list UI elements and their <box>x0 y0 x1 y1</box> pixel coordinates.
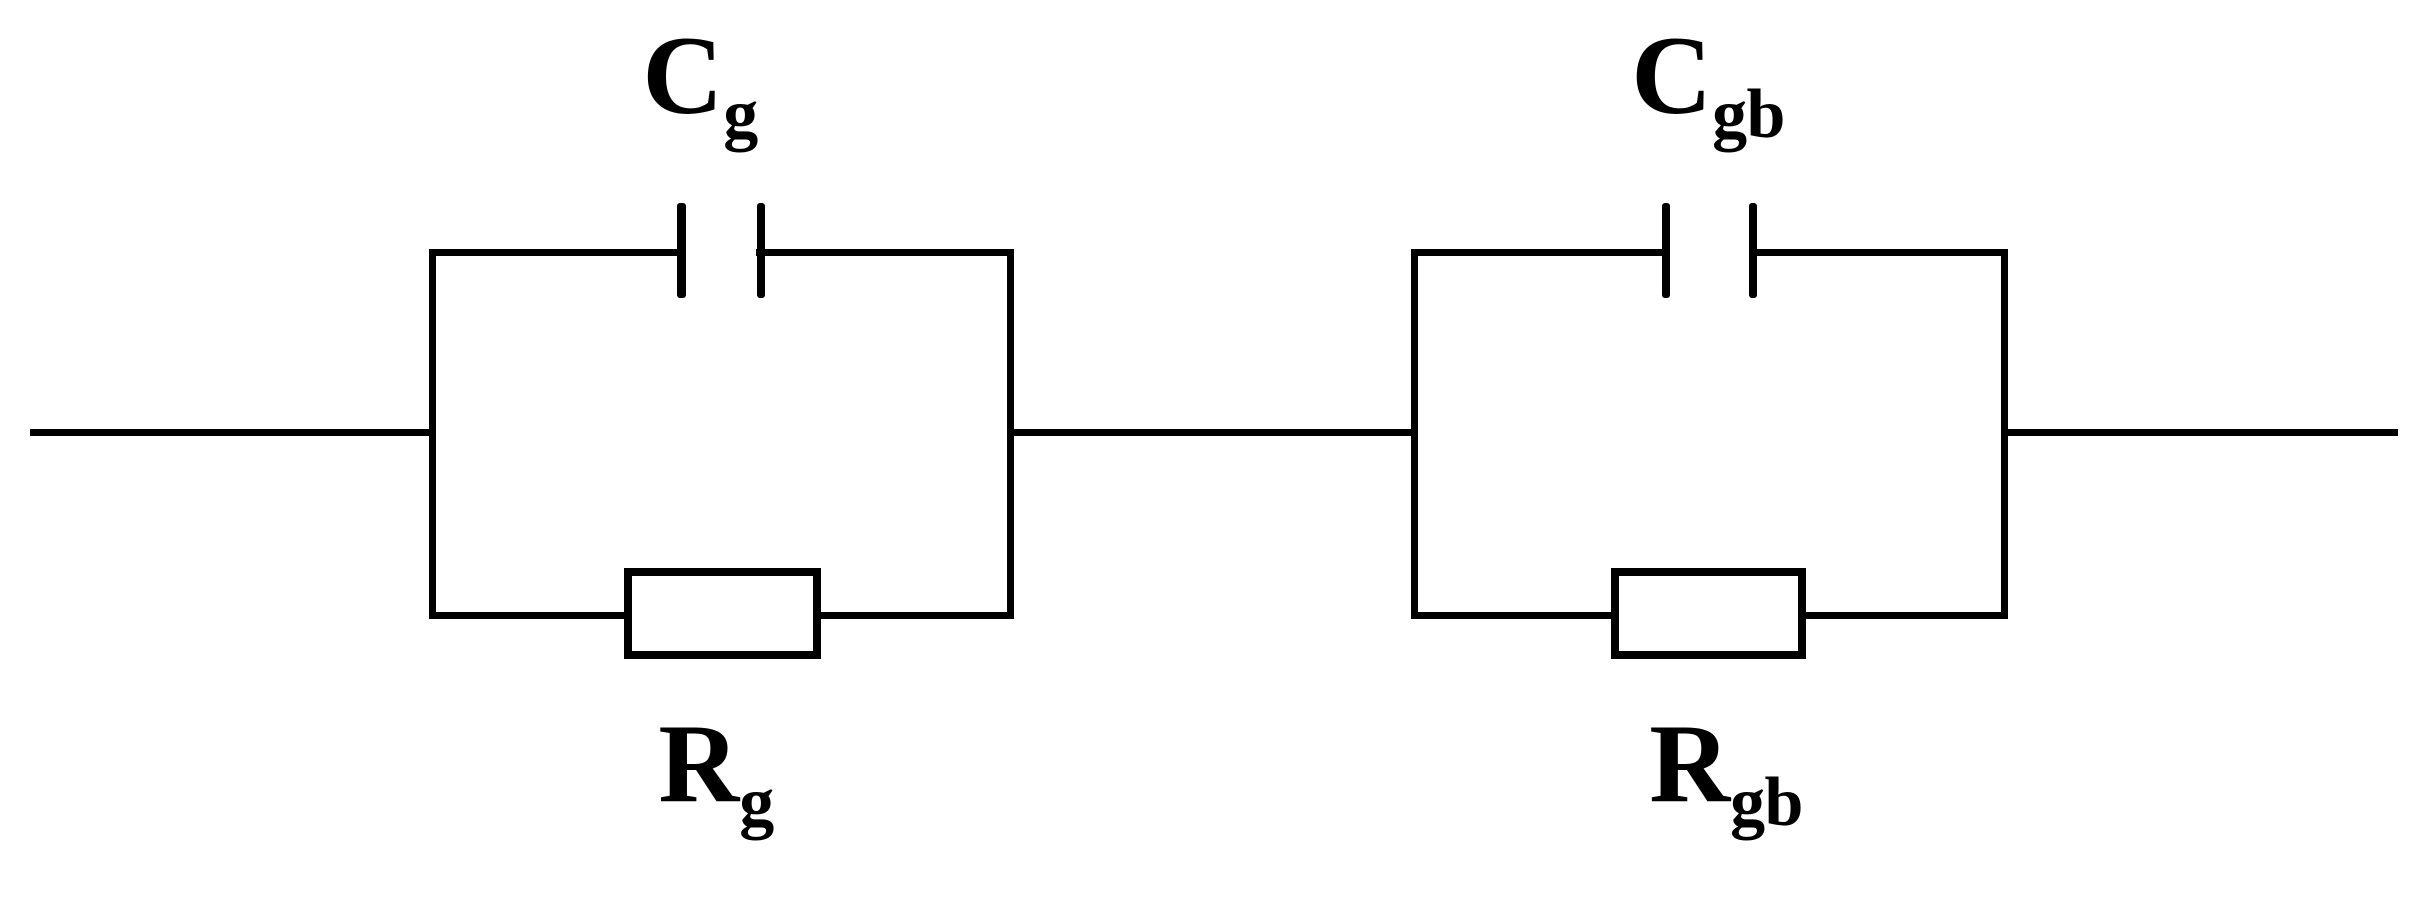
left-loop-right-wire <box>1007 249 1014 619</box>
resistor-rg-symbol <box>624 568 821 659</box>
right-loop-top-wire-right-segment <box>1752 249 2008 256</box>
right-loop-right-wire <box>2001 249 2008 619</box>
label-main: R <box>1649 702 1731 826</box>
capacitor-plate-icon <box>757 203 765 298</box>
label-subscript: g <box>739 763 774 841</box>
right-loop-top-wire-left-segment <box>1411 249 1666 256</box>
label-subscript: gb <box>1712 75 1785 153</box>
label-main: C <box>1631 14 1713 138</box>
label-main: R <box>658 702 740 826</box>
label-main: C <box>642 14 724 138</box>
capacitor-cgb-label: Cgb <box>1631 20 1785 149</box>
right-lead-wire <box>2001 429 2398 436</box>
left-loop-top-wire-right-segment <box>756 249 1014 256</box>
middle-connecting-wire <box>1007 429 1415 436</box>
resistor-rg-label: Rg <box>658 708 774 837</box>
capacitor-cg-label: Cg <box>642 20 758 149</box>
right-loop-left-wire <box>1411 249 1418 619</box>
capacitor-plate-icon <box>1662 203 1670 298</box>
label-subscript: gb <box>1730 763 1803 841</box>
resistor-rgb-label: Rgb <box>1649 708 1803 837</box>
left-loop-left-wire <box>429 249 436 619</box>
capacitor-plate-icon <box>1749 203 1757 298</box>
label-subscript: g <box>723 75 758 153</box>
resistor-rgb-symbol <box>1611 568 1806 659</box>
capacitor-plate-icon <box>677 203 686 298</box>
left-lead-wire <box>30 429 433 436</box>
left-loop-top-wire-left-segment <box>429 249 681 256</box>
